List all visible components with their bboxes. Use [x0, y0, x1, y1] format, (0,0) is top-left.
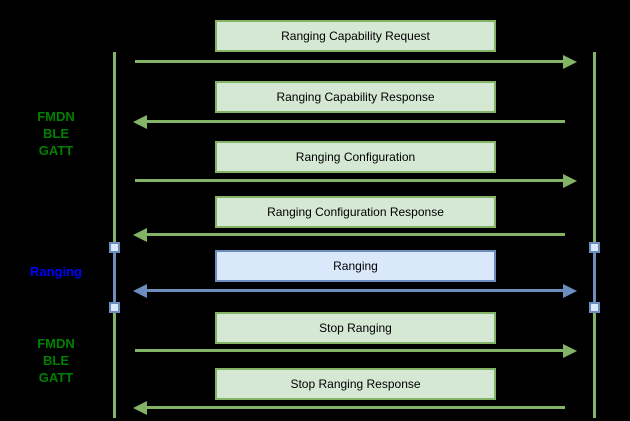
message-box-ranging-capability-response: Ranging Capability Response — [215, 81, 496, 113]
message-box-stop-ranging-response: Stop Ranging Response — [215, 368, 496, 400]
endpoint-handle — [109, 242, 120, 253]
lifeline-right — [593, 52, 596, 418]
arrow-line — [135, 179, 565, 182]
message-box-ranging-configuration-response: Ranging Configuration Response — [215, 196, 496, 228]
side-label-line: FMDN — [37, 336, 75, 351]
side-label-line: GATT — [38, 143, 74, 158]
side-label-line: FMDN — [37, 109, 75, 124]
endpoint-handle — [109, 302, 120, 313]
side-label-line: BLE — [43, 126, 69, 141]
endpoint-handle — [589, 242, 600, 253]
arrow-line — [145, 233, 565, 236]
arrow-ranging-capability-response — [133, 115, 577, 129]
side-label-fmdn-ble-gatt-bottom: FMDN BLE GATT — [8, 335, 104, 386]
ranging-session-segment-right — [593, 247, 596, 308]
arrow-line — [135, 60, 565, 63]
arrow-stop-ranging-response — [133, 401, 577, 415]
message-box-ranging-capability-request: Ranging Capability Request — [215, 20, 496, 52]
arrowhead-right-icon — [563, 284, 577, 298]
arrowhead-left-icon — [133, 401, 147, 415]
side-label-line: Ranging — [30, 264, 82, 279]
side-label-line: BLE — [43, 353, 69, 368]
message-box-ranging-configuration: Ranging Configuration — [215, 141, 496, 173]
side-label-line: GATT — [38, 370, 74, 385]
arrow-line — [145, 120, 565, 123]
arrowhead-right-icon — [563, 174, 577, 188]
arrow-ranging-bidirectional — [133, 284, 577, 298]
ranging-session-segment-left — [113, 247, 116, 308]
arrowhead-right-icon — [563, 55, 577, 69]
arrow-ranging-capability-request — [133, 55, 577, 69]
side-label-fmdn-ble-gatt-top: FMDN BLE GATT — [8, 108, 104, 159]
arrowhead-right-icon — [563, 344, 577, 358]
message-box-stop-ranging: Stop Ranging — [215, 312, 496, 344]
arrow-line — [145, 406, 565, 409]
arrow-ranging-configuration-response — [133, 228, 577, 242]
arrowhead-left-icon — [133, 115, 147, 129]
arrowhead-left-icon — [133, 284, 147, 298]
endpoint-handle — [589, 302, 600, 313]
lifeline-left — [113, 52, 116, 418]
arrow-stop-ranging — [133, 344, 577, 358]
message-box-ranging: Ranging — [215, 250, 496, 282]
side-label-ranging: Ranging — [8, 263, 104, 280]
arrow-line — [135, 349, 565, 352]
arrowhead-left-icon — [133, 228, 147, 242]
arrow-line — [145, 289, 565, 292]
arrow-ranging-configuration — [133, 174, 577, 188]
